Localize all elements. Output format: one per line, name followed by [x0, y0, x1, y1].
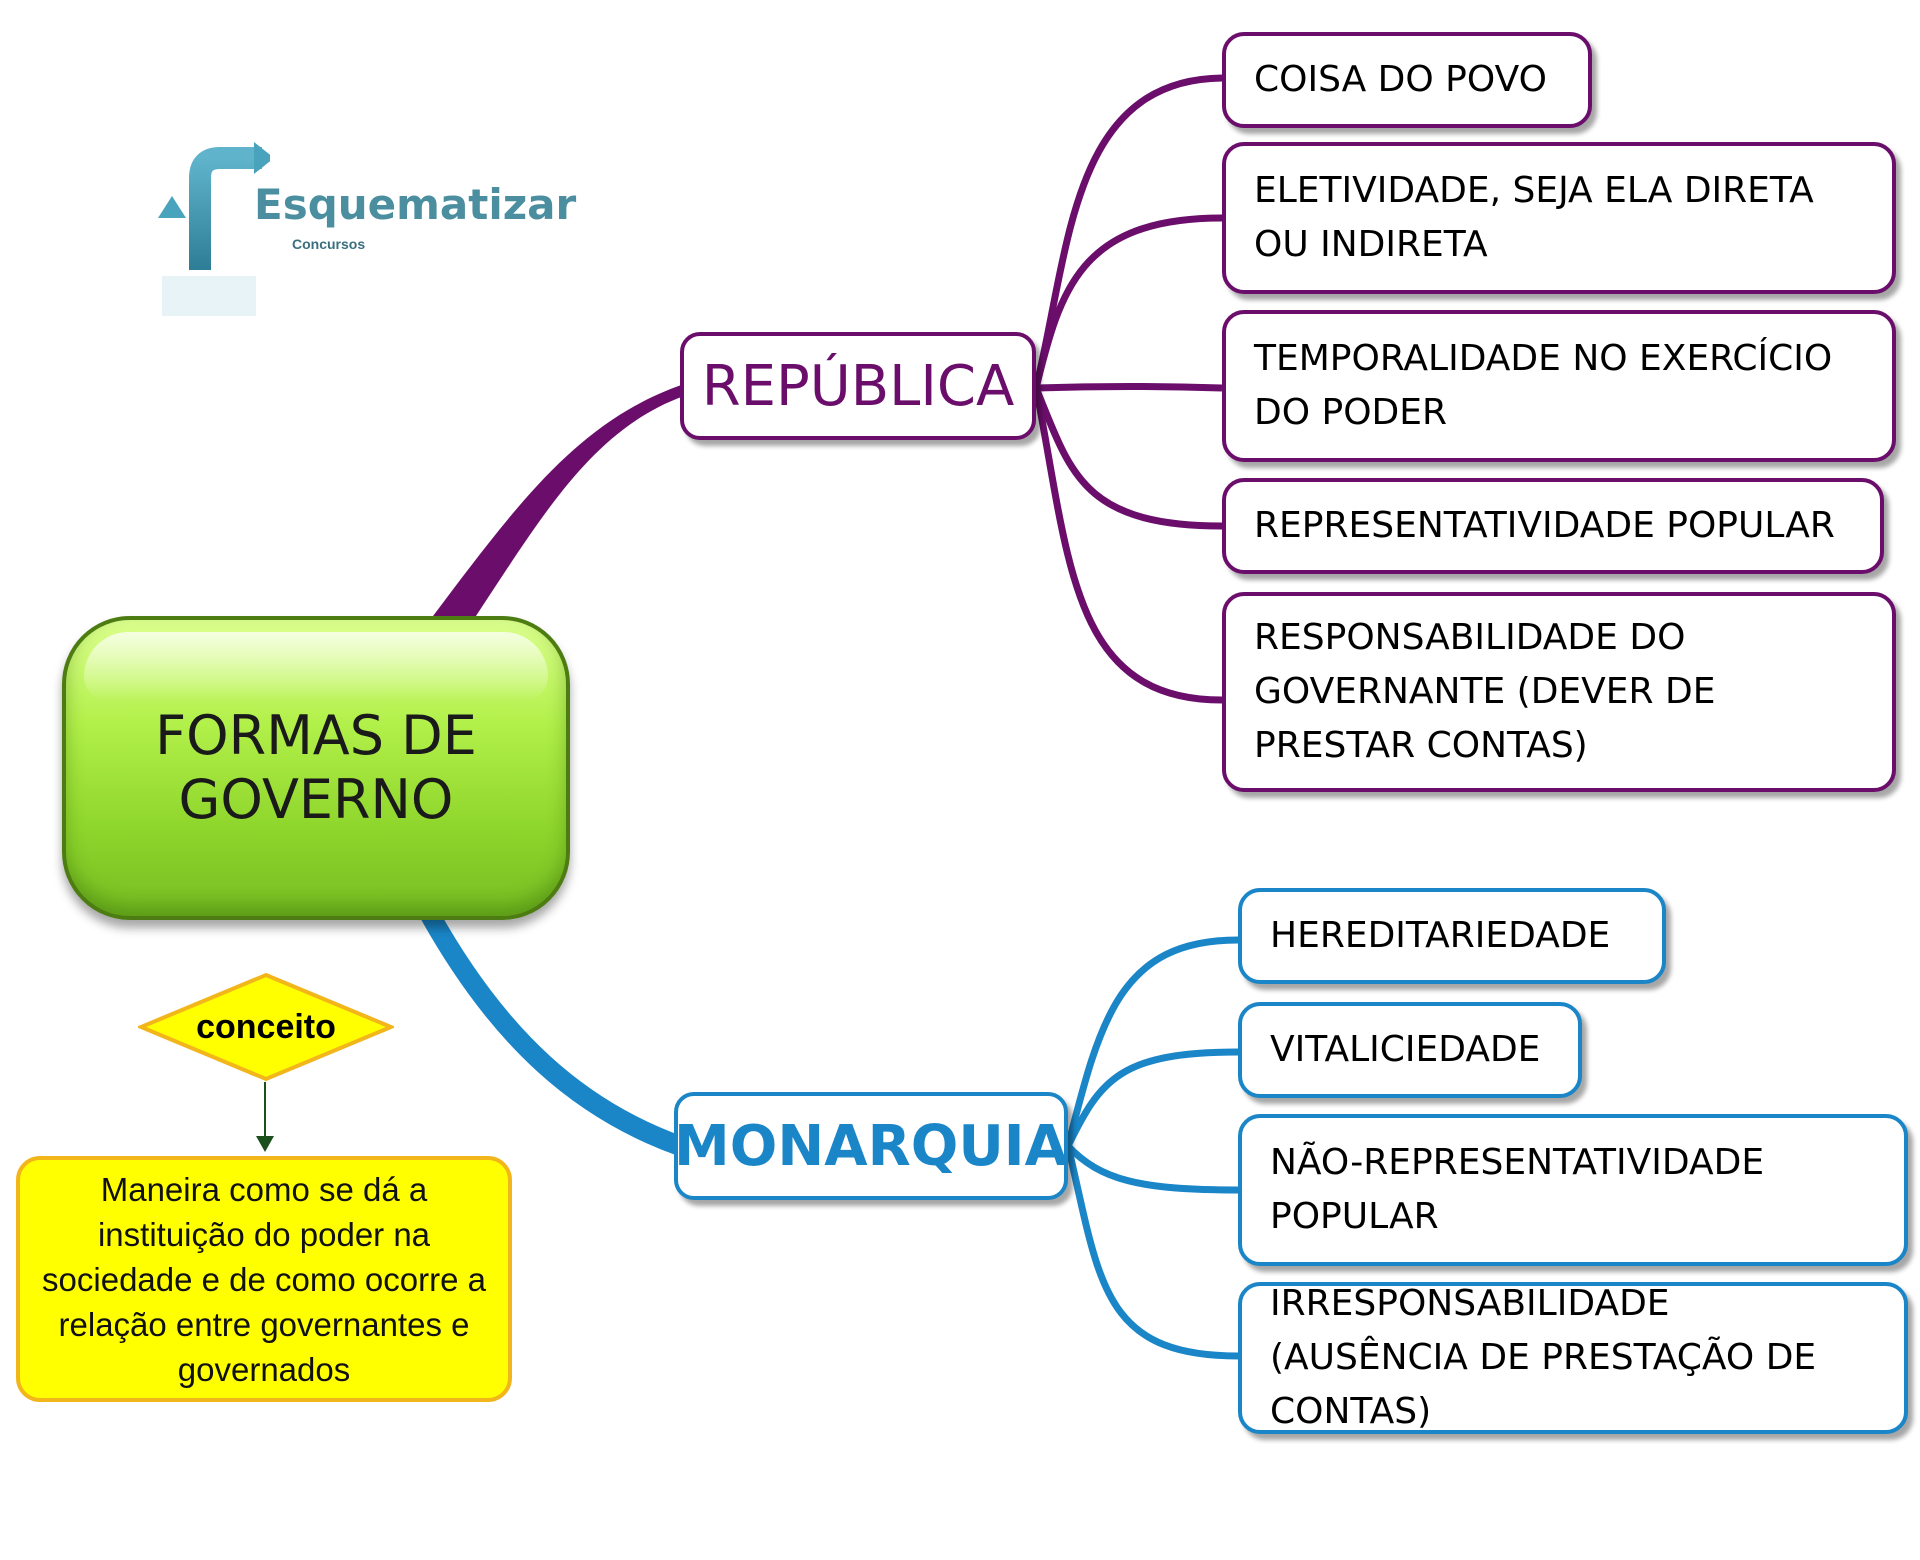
monarquia-link-4 — [1064, 1145, 1239, 1360]
monarquia-link-2 — [1064, 1048, 1239, 1148]
republica-item: ELETIVIDADE, SEJA ELA DIRETA OU INDIRETA — [1222, 142, 1896, 294]
concept-arrow-head — [256, 1136, 274, 1152]
republica-link-3 — [1035, 383, 1223, 392]
central-to-republica-link — [430, 384, 684, 625]
concept-diamond-shape — [138, 972, 394, 1082]
central-to-monarquia-link — [420, 905, 690, 1156]
monarquia-item: NÃO-REPRESENTATIVIDADE POPULAR — [1238, 1114, 1908, 1266]
monarquia-item: VITALICIEDADE — [1238, 1002, 1582, 1098]
esquematizar-logo: Esquematizar Concursos — [150, 140, 576, 340]
concept-tag: conceito — [138, 972, 394, 1082]
logo-subtitle-text: Concursos — [292, 236, 366, 252]
monarquia-item: HEREDITARIEDADE — [1238, 888, 1666, 984]
republica-link-5 — [1032, 387, 1223, 704]
republica-link-2 — [1032, 214, 1223, 389]
monarquia-link-3 — [1065, 1143, 1239, 1194]
central-topic: FORMAS DE GOVERNO — [62, 616, 570, 920]
concept-definition: Maneira como se dá a instituição do pode… — [16, 1156, 512, 1402]
central-title-line2: GOVERNO — [178, 768, 454, 831]
logo-arrows-icon — [158, 142, 270, 316]
monarquia-item: IRRESPONSABILIDADE (AUSÊNCIA DE PRESTAÇÃ… — [1238, 1282, 1908, 1434]
branch-monarquia: MONARQUIA — [674, 1092, 1068, 1200]
republica-item: TEMPORALIDADE NO EXERCÍCIO DO PODER — [1222, 310, 1896, 462]
republica-item: REPRESENTATIVIDADE POPULAR — [1222, 478, 1884, 574]
logo-brand-text: Esquematizar — [254, 180, 577, 229]
branch-republica: REPÚBLICA — [680, 332, 1036, 440]
concept-tag-label: conceito — [196, 1007, 336, 1046]
central-title-line1: FORMAS DE — [155, 704, 477, 767]
republica-link-4 — [1032, 386, 1223, 530]
republica-item: RESPONSABILIDADE DO GOVERNANTE (DEVER DE… — [1222, 592, 1896, 792]
monarquia-link-1 — [1064, 936, 1239, 1147]
republica-item: COISA DO POVO — [1222, 32, 1592, 128]
